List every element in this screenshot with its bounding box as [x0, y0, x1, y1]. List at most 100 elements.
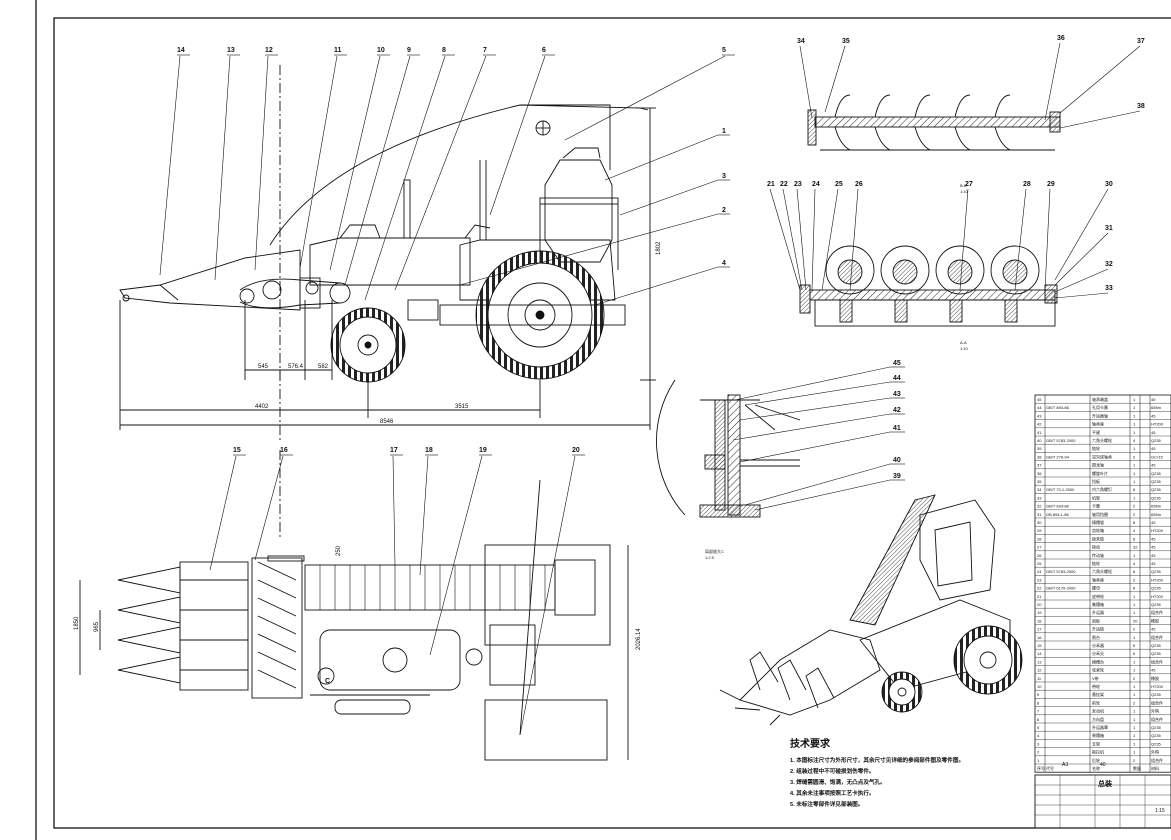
- balloon-10: 10: [377, 47, 385, 54]
- table-cell-mat: 组合件: [1151, 716, 1163, 722]
- tech-req-item: 4. 其余未注事项按照工艺卡执行。: [790, 789, 875, 797]
- table-cell-name: 轴承端盖: [1092, 396, 1108, 402]
- table-cell-no: 7: [1037, 709, 1040, 714]
- leader-line: [799, 45, 813, 119]
- plan-view: [79, 450, 629, 761]
- table-cell-qty: 1: [1133, 725, 1136, 730]
- table-cell-qty: 1: [1133, 430, 1136, 435]
- table-cell-no: 10: [1037, 684, 1042, 689]
- leader-line: [329, 55, 381, 271]
- table-cell-mat: 45: [1151, 463, 1156, 468]
- table-cell-name: 孔用卡簧: [1092, 404, 1108, 410]
- table-header-std: 代号: [1046, 765, 1054, 771]
- balloon-19: 19: [479, 447, 487, 454]
- table-cell-no: 2: [1037, 750, 1040, 755]
- leader-line: [489, 55, 546, 216]
- table-cell-no: 3: [1037, 741, 1040, 746]
- balloon-33: 33: [1105, 285, 1113, 292]
- table-cell-no: 40: [1037, 438, 1042, 443]
- table-cell-std: GB/T 5783-2000: [1046, 438, 1076, 443]
- title-block-frame: [1034, 774, 1171, 829]
- caption-b-b: B-B: [960, 183, 967, 188]
- table-cell-qty: 2: [1133, 577, 1136, 582]
- balloon-6: 6: [542, 47, 546, 54]
- scale-detail-c: 1:2.5: [705, 555, 715, 560]
- table-cell-mat: 外购: [1151, 749, 1159, 755]
- table-cell-name: 带轮: [1092, 683, 1100, 689]
- balloon-23: 23: [794, 181, 802, 188]
- table-cell-mat: Q235: [1151, 733, 1162, 738]
- title-block-count: 40: [1100, 762, 1106, 768]
- balloon-39: 39: [893, 473, 901, 480]
- table-cell-name: 轴承座: [1092, 576, 1104, 582]
- balloon-42: 42: [893, 407, 901, 414]
- balloon-31: 31: [1105, 225, 1113, 232]
- leader-line: [364, 55, 446, 301]
- balloon-35: 35: [842, 38, 850, 45]
- table-cell-name: 内六角螺钉: [1092, 486, 1112, 492]
- balloon-25: 25: [835, 181, 843, 188]
- leader-line: [1059, 45, 1141, 114]
- table-cell-mat: 组合件: [1151, 658, 1163, 664]
- table-cell-qty: 4: [1133, 528, 1136, 533]
- leader-line: [429, 455, 483, 656]
- balloon-14: 14: [177, 47, 185, 54]
- table-cell-mat: Q235: [1151, 586, 1162, 591]
- balloon-24: 24: [812, 181, 820, 188]
- table-cell-mat: 45: [1151, 413, 1156, 418]
- table-cell-no: 9: [1037, 692, 1040, 697]
- table-cell-no: 42: [1037, 422, 1042, 427]
- table-cell-name: 六角头螺栓: [1092, 437, 1112, 443]
- table-cell-no: 14: [1037, 651, 1042, 656]
- table-cell-no: 36: [1037, 471, 1042, 476]
- table-cell-mat: 外购: [1151, 708, 1159, 714]
- table-cell-mat: Q235: [1151, 438, 1162, 443]
- table-cell-qty: 2: [1133, 627, 1136, 632]
- leader-line: [796, 188, 807, 291]
- leader-line: [594, 266, 719, 306]
- table-cell-std: GB/T 5783-2000: [1046, 569, 1076, 574]
- balloon-3: 3: [722, 173, 726, 180]
- dimension-value: 965: [94, 621, 100, 632]
- table-cell-mat: GCr15: [1151, 454, 1164, 459]
- table-cell-qty: 32: [1133, 545, 1138, 550]
- table-cell-no: 13: [1037, 659, 1042, 664]
- table-cell-no: 33: [1037, 495, 1042, 500]
- table-cell-name: 搅龙轴: [1092, 462, 1104, 468]
- table-cell-std: GB/T 893-86: [1046, 504, 1070, 509]
- leader-line: [394, 55, 487, 291]
- leader-line: [254, 455, 284, 561]
- table-cell-no: 37: [1037, 463, 1042, 468]
- table-cell-name: 皮带轮: [1092, 593, 1104, 599]
- table-cell-no: 27: [1037, 545, 1042, 550]
- dimension-value: 2026.14: [636, 628, 642, 650]
- table-cell-qty: 8: [1133, 586, 1136, 591]
- leader-line: [1044, 42, 1061, 121]
- table-cell-qty: 1: [1133, 733, 1136, 738]
- table-cell-qty: 1: [1133, 405, 1136, 410]
- table-cell-name: 挡板: [1092, 478, 1100, 484]
- balloon-12: 12: [265, 47, 273, 54]
- table-cell-mat: 65Mn: [1151, 405, 1161, 410]
- table-cell-mat: Q235: [1151, 643, 1162, 648]
- table-cell-name: 传动轴: [1092, 552, 1104, 558]
- table-cell-mat: Q235: [1151, 487, 1162, 492]
- table-cell-mat: Q235: [1151, 602, 1162, 607]
- title-block-name: 总装: [1098, 779, 1112, 788]
- table-cell-name: 六角头螺栓: [1092, 568, 1112, 574]
- table-cell-qty: 1: [1133, 594, 1136, 599]
- table-cell-no: 11: [1037, 676, 1042, 681]
- table-cell-name: 分禾尖: [1092, 650, 1104, 656]
- table-cell-mat: HT200: [1151, 528, 1164, 533]
- table-header-mat: 材料: [1151, 765, 1159, 771]
- table-cell-mat: Q235: [1151, 651, 1162, 656]
- balloon-7: 7: [483, 47, 487, 54]
- table-header-qty: 数量: [1133, 765, 1141, 771]
- leader-line: [811, 188, 816, 291]
- table-cell-mat: 45: [1151, 553, 1156, 558]
- tech-req-title: 技术要求: [790, 737, 831, 750]
- balloon-38: 38: [1137, 103, 1145, 110]
- balloon-26: 26: [855, 181, 863, 188]
- leader-line: [769, 188, 801, 291]
- table-cell-name: 齿轮箱: [1092, 527, 1104, 533]
